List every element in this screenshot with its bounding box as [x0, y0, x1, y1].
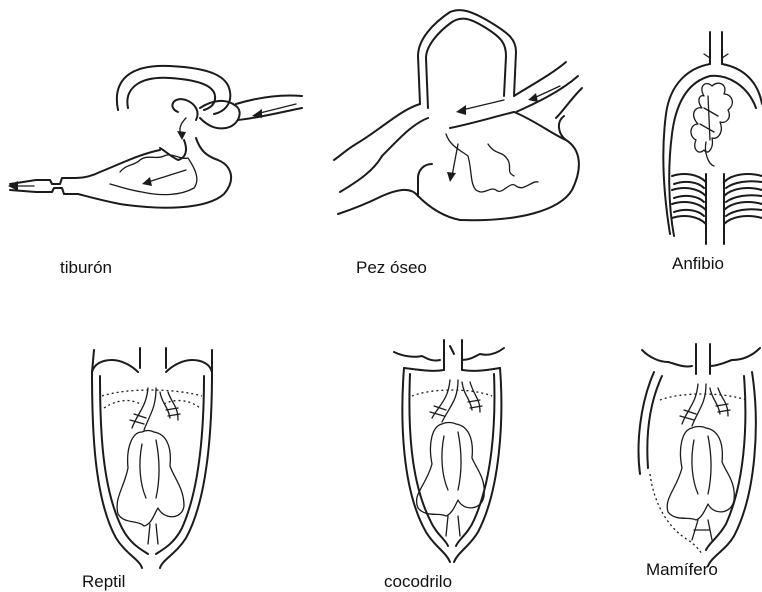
amphibian-heart-drawing — [648, 24, 762, 250]
mammal-heart-panel — [636, 344, 762, 566]
shark-heart-drawing — [0, 0, 320, 240]
shark-heart-panel — [0, 0, 320, 240]
mammal-heart-drawing — [636, 344, 762, 566]
reptile-heart-panel — [86, 348, 220, 568]
bony-fish-heart-drawing — [320, 0, 600, 240]
crocodile-label: cocodrilo — [384, 572, 452, 592]
mammal-label: Mamífero — [646, 560, 718, 580]
reptile-heart-drawing — [86, 348, 220, 568]
crocodile-heart-panel — [392, 340, 510, 564]
amphibian-label: Anfibio — [672, 254, 724, 274]
bony-fish-heart-panel — [320, 0, 600, 240]
reptile-label: Reptil — [82, 572, 125, 592]
crocodile-heart-drawing — [392, 340, 510, 564]
amphibian-heart-panel — [648, 24, 762, 250]
bony-fish-label: Pez óseo — [356, 258, 427, 278]
shark-label: tiburón — [60, 258, 112, 278]
